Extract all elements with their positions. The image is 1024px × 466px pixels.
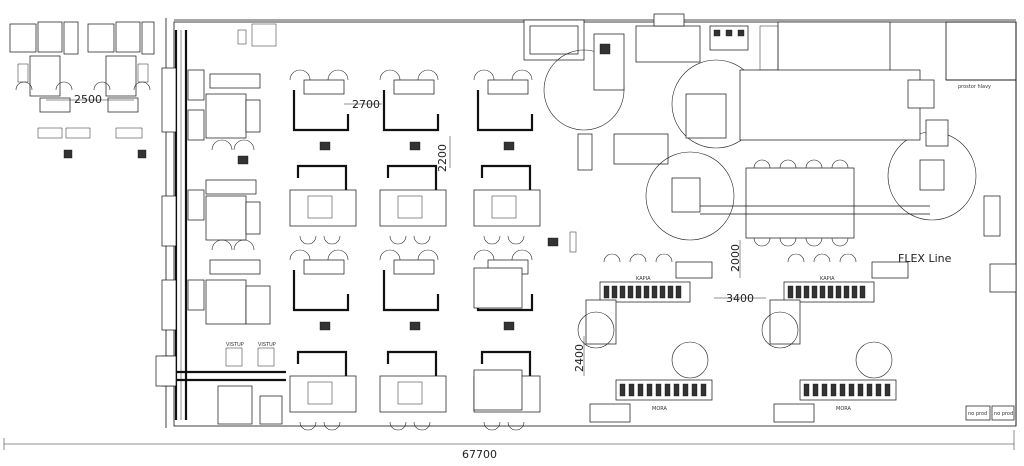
station-module bbox=[379, 350, 447, 431]
assembly-cells: KAPIA MORA KAPIA MORA bbox=[473, 253, 897, 423]
station-module bbox=[379, 249, 440, 331]
mora-label: MORA bbox=[652, 406, 668, 412]
cell-dimensions: 3400 2400 bbox=[573, 292, 766, 376]
station-module bbox=[473, 69, 534, 151]
dimension-2000: 2000 bbox=[729, 244, 742, 272]
dimension-2200: 2200 bbox=[436, 144, 449, 172]
vistup-left-label: VISTUP bbox=[226, 342, 244, 348]
top-rooms: prostor hlavy bbox=[700, 21, 1017, 293]
dimension-2400: 2400 bbox=[573, 344, 586, 372]
left-external-area: 2500 bbox=[9, 21, 155, 159]
station-module bbox=[289, 249, 350, 331]
station-module bbox=[289, 350, 357, 431]
mora-label: MORA bbox=[836, 406, 852, 412]
no-prod-label-1: no prod bbox=[968, 411, 987, 417]
flex-line-area: FLEX Line 2000 bbox=[547, 231, 952, 279]
station-module bbox=[289, 164, 357, 245]
dimension-3400: 3400 bbox=[726, 292, 754, 305]
assembly-cell: KAPIA MORA bbox=[577, 253, 713, 423]
dimension-2500: 2500 bbox=[74, 93, 102, 106]
kapia-label: KAPIA bbox=[820, 276, 835, 282]
vistup-area: VISTUP VISTUP bbox=[155, 342, 286, 425]
total-width-dimension: 67700 bbox=[3, 430, 1015, 461]
station-module bbox=[379, 69, 440, 151]
kapia-label: KAPIA bbox=[636, 276, 651, 282]
left-workstations bbox=[205, 23, 277, 325]
assembly-cell: KAPIA MORA bbox=[761, 253, 897, 423]
robot-cell-center bbox=[473, 267, 523, 411]
vistup-right-label: VISTUP bbox=[258, 342, 276, 348]
dimension-67700: 67700 bbox=[462, 448, 497, 461]
no-prod-boxes: no prod no prod bbox=[965, 405, 1015, 421]
station-module bbox=[289, 69, 350, 151]
flex-line-label: FLEX Line bbox=[898, 252, 952, 265]
dimension-2700: 2700 bbox=[352, 98, 380, 111]
station-dimensions: 2700 2200 bbox=[344, 98, 451, 172]
station-module bbox=[473, 164, 541, 245]
top-right-note: prostor hlavy bbox=[958, 84, 991, 90]
robot-cells bbox=[523, 13, 977, 241]
no-prod-label-2: no prod bbox=[994, 411, 1013, 417]
station-module bbox=[379, 164, 447, 245]
